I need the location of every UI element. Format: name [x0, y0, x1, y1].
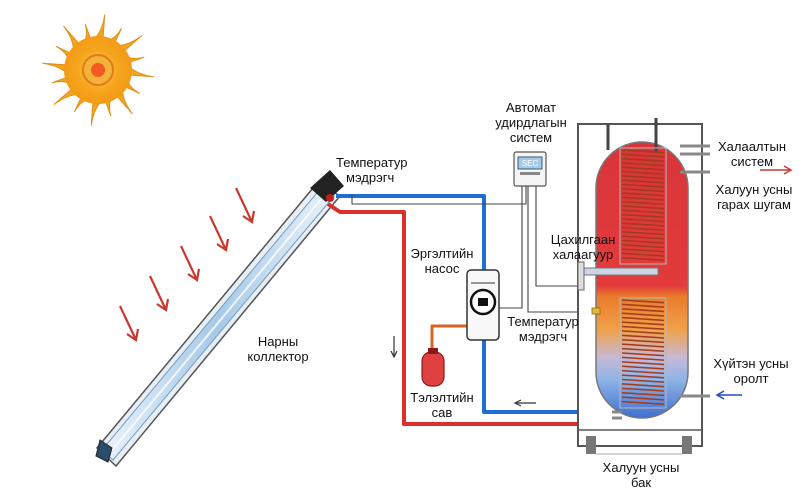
electric-heater — [577, 261, 659, 291]
circulation-pump — [466, 269, 500, 341]
coil-turn — [621, 205, 665, 210]
controller-display: SEC — [522, 159, 539, 168]
automatic-controller: SEC — [513, 151, 547, 187]
coil-turn — [621, 365, 665, 370]
coil-turn — [621, 218, 665, 223]
coil-turn — [621, 316, 665, 322]
label-solar-collector: Нарны коллектор — [247, 334, 309, 364]
control-wires — [351, 186, 596, 313]
flow-arrows — [390, 165, 793, 407]
coil-turn — [621, 369, 665, 375]
coil-turn — [621, 339, 665, 344]
heating-coil-bottom — [619, 297, 667, 409]
coil-turn — [621, 222, 665, 227]
coil-turn — [621, 321, 665, 326]
heating-coil-top — [619, 147, 667, 265]
solar-collector — [95, 170, 344, 468]
coil-turn — [621, 235, 665, 240]
tank-connections — [612, 144, 710, 420]
sunlight-arrow — [119, 305, 140, 342]
coil-turn — [621, 175, 665, 180]
temperature-sensor-collector — [326, 194, 334, 202]
sunlight-arrow — [180, 245, 201, 282]
coil-turn — [621, 334, 665, 339]
label-hot-water-outlet: Халуун усны гарах шугам — [715, 182, 793, 212]
temperature-sensor-tank — [591, 307, 601, 315]
coil-turn — [621, 330, 665, 335]
sunlight-arrow — [209, 215, 230, 252]
coil-turn — [621, 312, 665, 317]
label-expansion-vessel: Тэлэлтийн сав — [410, 390, 474, 420]
coil-turn — [621, 244, 665, 249]
sunlight-arrow — [235, 187, 256, 224]
label-temperature-sensor-top: Температур мэдрэгч — [336, 155, 408, 185]
label-electric-heater: Цахилгаан халаагуур — [550, 232, 616, 262]
coil-turn — [621, 374, 665, 379]
coil-turn — [621, 183, 665, 188]
label-heating-system: Халаалтын систем — [717, 139, 786, 169]
flow-arrow — [715, 390, 742, 400]
coil-turn — [621, 299, 665, 304]
coil-turn — [621, 248, 665, 253]
coil-frame — [619, 297, 667, 409]
sunlight-arrow — [149, 275, 170, 312]
coil-turn — [621, 252, 665, 257]
label-temperature-sensor-tank: Температур мэдрэгч — [507, 314, 579, 344]
coil-turn — [621, 352, 665, 357]
coil-turn — [621, 396, 665, 401]
flow-arrow — [760, 165, 793, 175]
label-circulation-pump: Эргэлтийн насос — [410, 246, 474, 276]
label-hot-water-tank: Халуун усны бак — [602, 460, 680, 490]
coil-turn — [621, 166, 665, 171]
coil-turn — [621, 378, 665, 383]
coil-turn — [621, 256, 665, 262]
coil-turn — [621, 200, 665, 206]
coil-turn — [621, 356, 665, 361]
coil-turn — [621, 400, 665, 405]
coil-turn — [621, 387, 665, 392]
sunlight-arrows — [119, 187, 256, 342]
coil-turn — [621, 308, 665, 313]
label-automatic-control: Автомат удирдлагын систем — [495, 100, 567, 145]
label-cold-water-inlet: Хүйтэн усны оролт — [713, 356, 789, 386]
coil-turn — [621, 179, 665, 184]
coil-turn — [621, 209, 665, 214]
coil-turn — [621, 196, 665, 201]
coil-turn — [621, 149, 665, 154]
coil-turn — [621, 213, 665, 218]
coil-turn — [621, 153, 665, 158]
coil-turn — [621, 361, 665, 366]
coil-frame — [619, 147, 667, 265]
coil-turn — [621, 231, 665, 236]
coil-turn — [621, 157, 665, 162]
flow-arrow — [390, 336, 398, 359]
coil-turn — [621, 226, 665, 231]
expansion-pipe — [430, 324, 468, 352]
flow-arrow — [513, 399, 536, 407]
coil-turn — [621, 239, 665, 244]
coil-turn — [621, 392, 665, 397]
coil-turn — [621, 192, 665, 197]
coil-turn — [621, 188, 665, 193]
coil-turn — [621, 347, 665, 352]
expansion-vessel — [421, 348, 445, 387]
coil-turn — [621, 325, 665, 330]
coil-turn — [621, 343, 665, 348]
coil-turn — [621, 170, 665, 175]
coil-turn — [621, 303, 665, 308]
sun-icon — [42, 14, 154, 126]
coil-turn — [621, 162, 665, 167]
coil-turn — [621, 383, 665, 388]
